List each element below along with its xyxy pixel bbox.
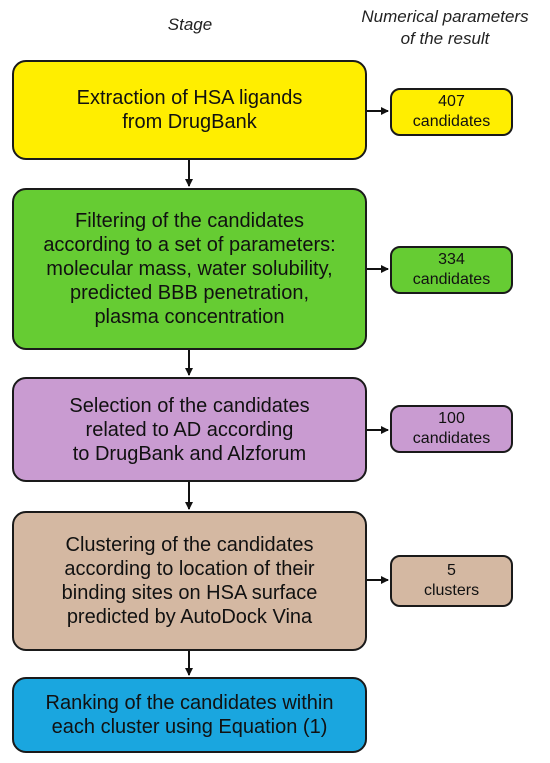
- results-column-header: Numerical parameters of the result: [361, 7, 529, 48]
- stage-box-selection: Selection of the candidates related to A…: [12, 377, 367, 482]
- result-box-filtering: 334 candidates: [390, 246, 513, 294]
- stage-box-clustering: Clustering of the candidates according t…: [12, 511, 367, 651]
- result-box-clustering: 5 clusters: [390, 555, 513, 607]
- stage-box-filtering: Filtering of the candidates according to…: [12, 188, 367, 350]
- result-box-selection: 100 candidates: [390, 405, 513, 453]
- stage-box-extraction: Extraction of HSA ligands from DrugBank: [12, 60, 367, 160]
- stage-box-ranking: Ranking of the candidates within each cl…: [12, 677, 367, 753]
- result-box-extraction: 407 candidates: [390, 88, 513, 136]
- stage-column-header: Stage: [167, 15, 213, 34]
